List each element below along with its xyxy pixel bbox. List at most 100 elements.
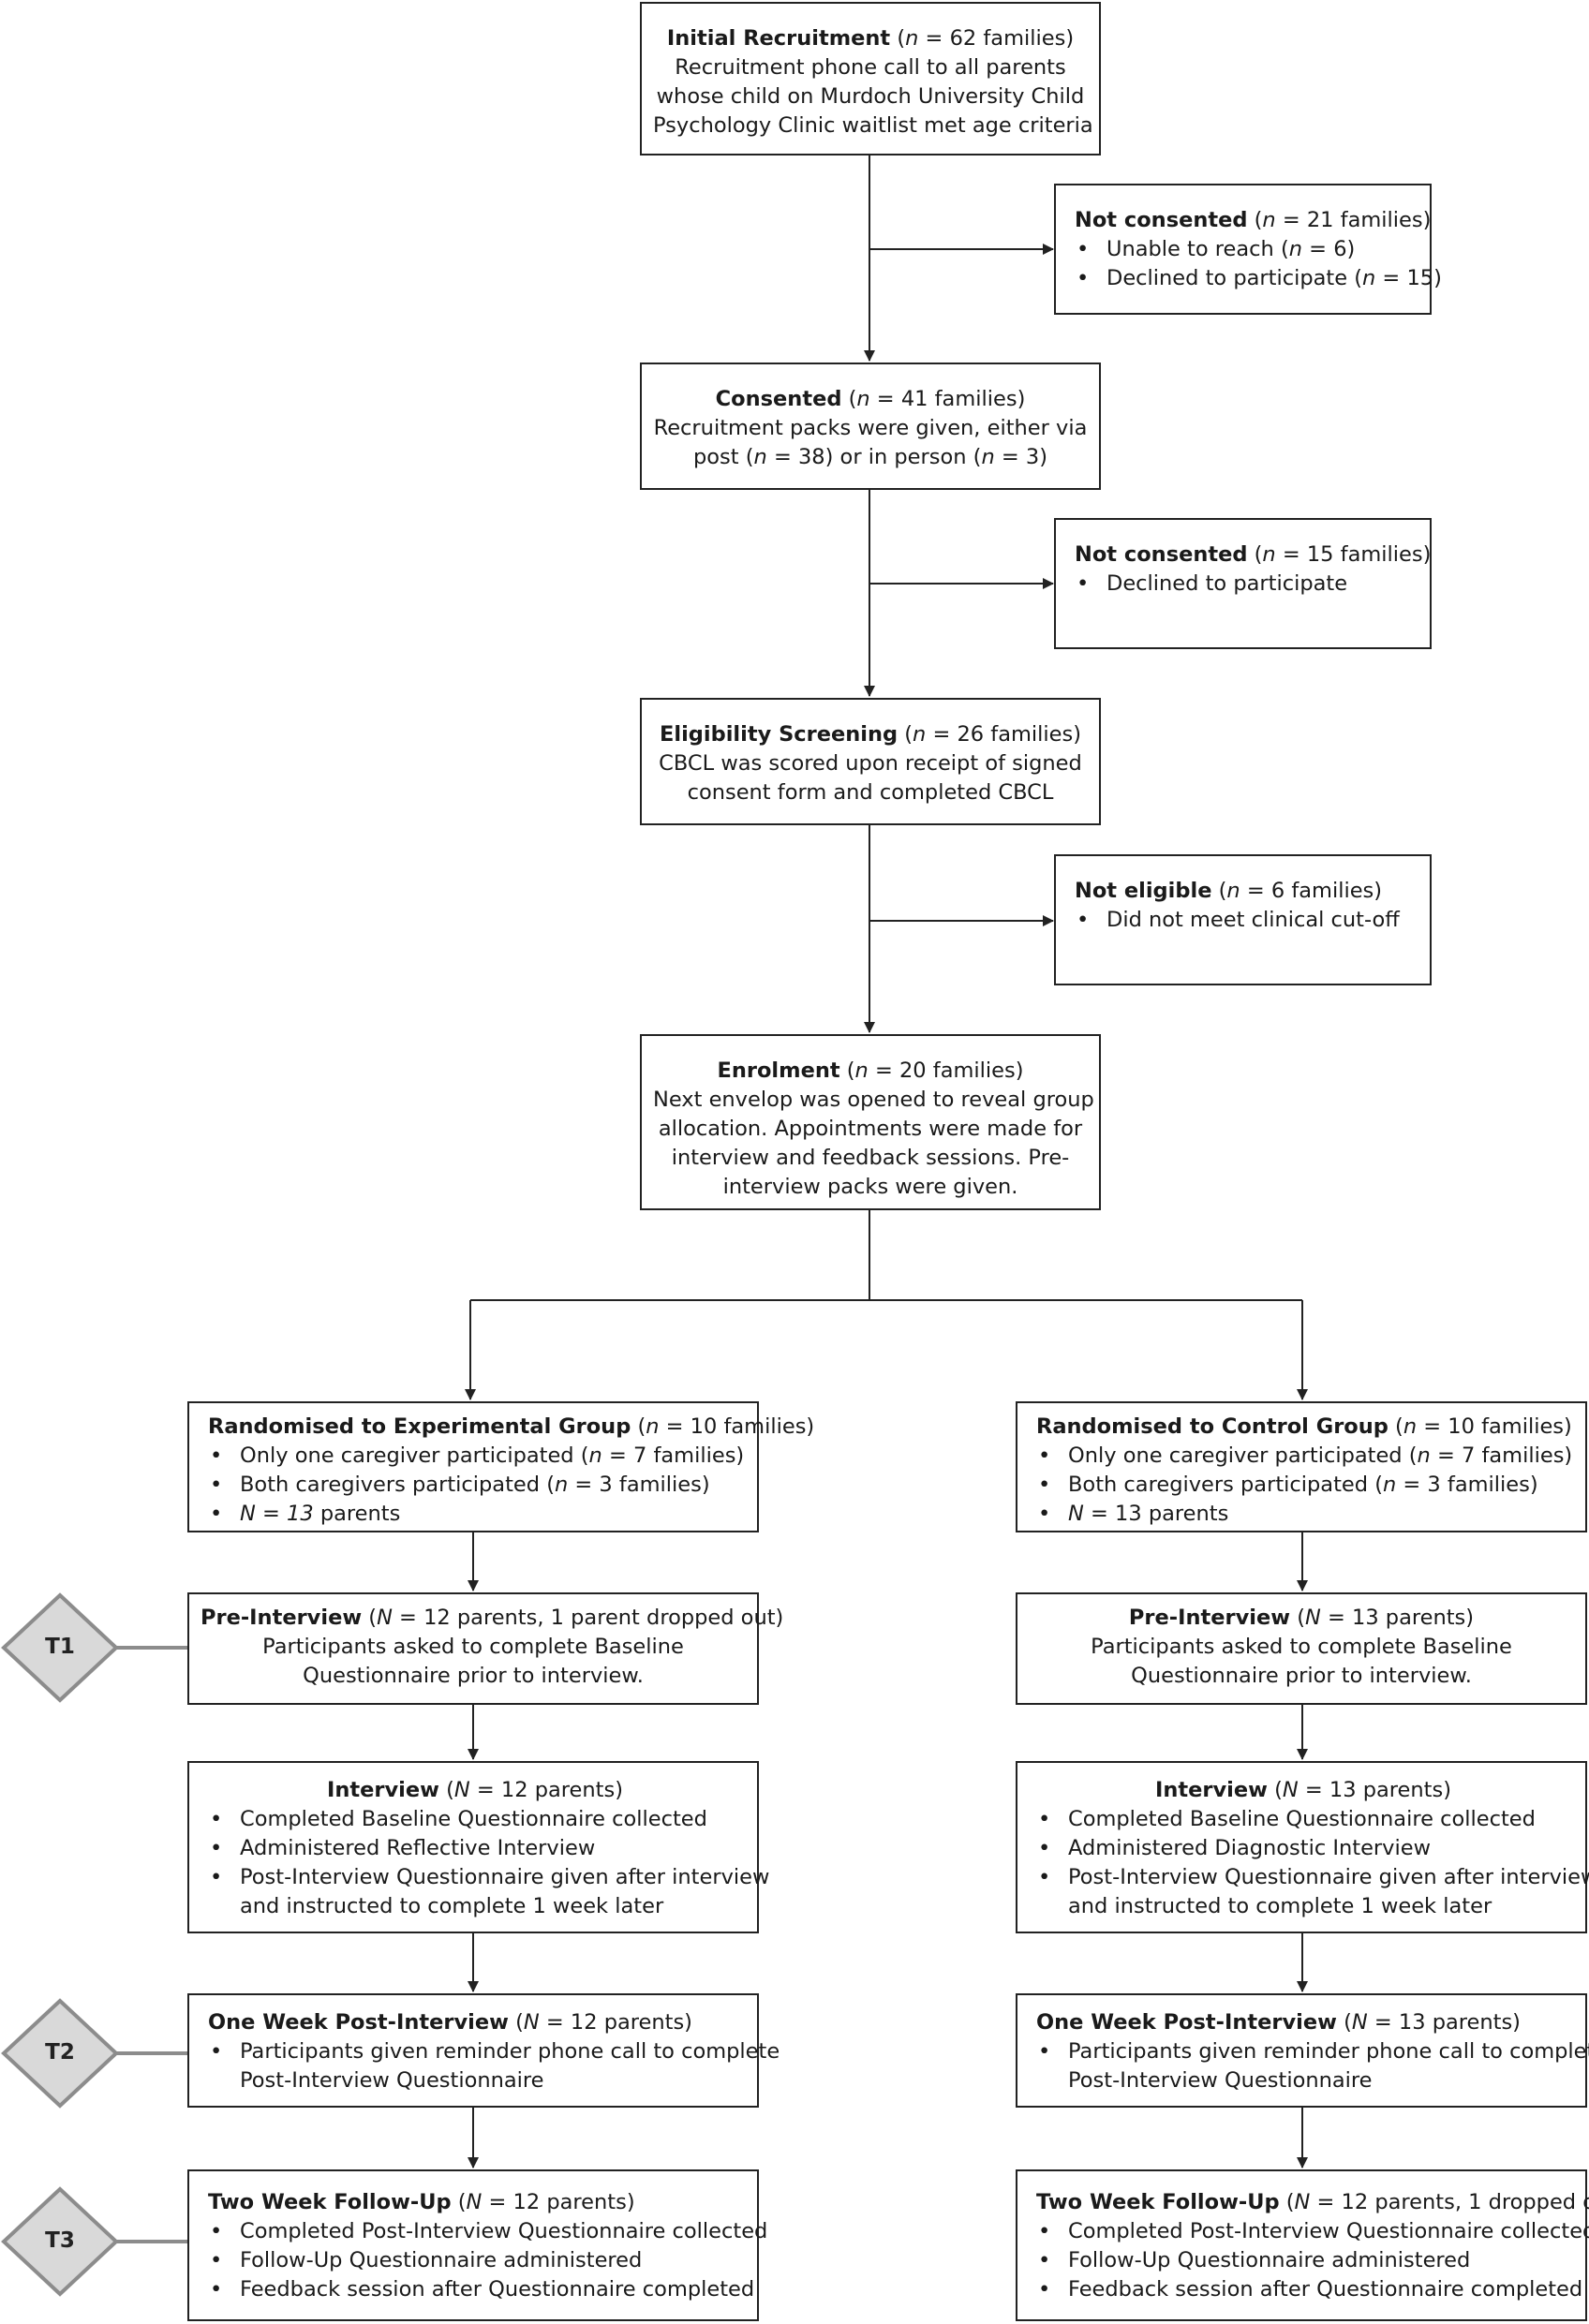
n-upper-symbol: N: [1304, 1606, 1321, 1630]
ctrl-int-bullet-3: Post-Interview Questionnaire given after…: [1036, 1863, 1589, 1892]
enrolment-line-3: interview and feedback sessions. Pre-: [671, 1146, 1070, 1170]
ctrl-pre-interview-box: Pre-Interview (N = 13 parents) Participa…: [1016, 1592, 1587, 1705]
equals: =: [659, 1414, 691, 1439]
ctrl-follow-up-box: Two Week Follow-Up (N = 12 parents, 1 dr…: [1016, 2169, 1589, 2321]
exp-pre-line-2: Questionnaire prior to interview.: [303, 1664, 644, 1688]
unit-families: families: [932, 1058, 1016, 1083]
equals: =: [482, 2190, 513, 2214]
consented-count: 41: [900, 387, 928, 411]
unit-families: families: [1291, 879, 1374, 903]
equals: =: [766, 445, 798, 469]
exp-week-title: One Week Post-Interview: [208, 2010, 509, 2035]
ctrl-week-count: 13: [1398, 2010, 1426, 2035]
unit-families: families: [1481, 1414, 1565, 1439]
unit-families: families: [618, 1473, 702, 1497]
ctrl-int-bullet-1: Completed Baseline Questionnaire collect…: [1036, 1805, 1570, 1834]
exp-pre-line-1: Participants asked to complete Baseline: [262, 1635, 684, 1659]
n-symbol: n: [1288, 237, 1303, 261]
enrolment-box: Enrolment (n = 20 families) Next envelop…: [640, 1034, 1101, 1210]
exp-rand-bullet-3: N = 13 parents: [208, 1500, 742, 1529]
unit-families: families: [990, 722, 1074, 747]
ctrl-week-title: One Week Post-Interview: [1036, 2010, 1337, 2035]
exp-rand-count: 10: [690, 1414, 718, 1439]
n-symbol: n: [753, 445, 767, 469]
exp-week-count: 12: [570, 2010, 598, 2035]
ctrl-int-bullet-2: Administered Diagnostic Interview: [1036, 1834, 1570, 1863]
exp-week-bullet-1: Participants given reminder phone call t…: [208, 2037, 780, 2066]
exp-week-bullet-1-cont: Post-Interview Questionnaire: [240, 2068, 544, 2093]
ctrl-week-bullet-1-cont: Post-Interview Questionnaire: [1068, 2068, 1373, 2093]
ctrl-rand-count: 10: [1448, 1414, 1475, 1439]
exp-rand-bullet-1: Only one caregiver participated (n = 7 f…: [208, 1442, 744, 1471]
consented-post-count: 38: [797, 445, 825, 469]
n-upper-symbol: N: [466, 2190, 483, 2214]
excl1-b1-text: Unable to reach: [1106, 237, 1274, 261]
ctrl-fu-bullet-3: Feedback session after Questionnaire com…: [1036, 2275, 1582, 2304]
ctrl-interview-box: Interview (N = 13 parents) Completed Bas…: [1016, 1761, 1589, 1933]
excl3-title: Not eligible: [1075, 879, 1212, 903]
ctrl-pre-line-2: Questionnaire prior to interview.: [1131, 1664, 1472, 1688]
n-upper-symbol: N: [1294, 2190, 1311, 2214]
exp-follow-up-box: Two Week Follow-Up (N = 12 parents) Comp…: [187, 2169, 767, 2321]
exp-fu-title: Two Week Follow-Up: [208, 2190, 452, 2214]
n-symbol: n: [1403, 1414, 1418, 1439]
unit-parents: parents: [319, 1502, 401, 1526]
equals: =: [392, 1606, 424, 1630]
excl1-bullet-1: Unable to reach (n = 6): [1075, 235, 1415, 264]
equals: =: [469, 1778, 501, 1802]
eligibility-line-2: consent form and completed CBCL: [687, 780, 1054, 805]
ctrl-rand-bullet-2: Both caregivers participated (n = 3 fami…: [1036, 1471, 1570, 1500]
t1-diamond: [1, 1592, 119, 1703]
eligibility-count: 26: [957, 722, 985, 747]
ctrl-pre-title: Pre-Interview: [1128, 1606, 1291, 1630]
ctrl-int-bullet-3-cont: and instructed to complete 1 week later: [1068, 1894, 1492, 1918]
not-consented-box-1: Not consented (n = 21 families) Unable t…: [1054, 184, 1442, 315]
unit-parents: parents: [1148, 1502, 1229, 1526]
unit-parents: parents: [546, 2190, 627, 2214]
exp-rand-b2-text: Both caregivers participated: [240, 1473, 541, 1497]
excl2-title: Not consented: [1075, 542, 1248, 567]
ctrl-fu-bullet-1: Completed Post-Interview Questionnaire c…: [1036, 2217, 1589, 2246]
initial-line-2: whose child on Murdoch University Child: [656, 84, 1085, 109]
ctrl-rand-b3-count: 13: [1115, 1502, 1142, 1526]
enrolment-line-1: Next envelop was opened to reveal group: [653, 1088, 1094, 1112]
unit-parents: parents: [603, 2010, 685, 2035]
n-symbol: n: [588, 1443, 602, 1468]
unit-families: families: [934, 387, 1017, 411]
consented-title: Consented: [715, 387, 842, 411]
exp-one-week-box: One Week Post-Interview (N = 12 parents)…: [187, 1993, 780, 2108]
exp-pre-extra: , 1 parent dropped out: [537, 1606, 776, 1630]
exp-pre-interview-box: Pre-Interview (N = 12 parents, 1 parent …: [187, 1592, 783, 1705]
equals: =: [601, 1443, 633, 1468]
equals: =: [1240, 879, 1271, 903]
exp-interview-box: Interview (N = 12 parents) Completed Bas…: [187, 1761, 769, 1933]
equals: =: [1430, 1443, 1462, 1468]
exp-rand-b1-count: 7: [632, 1443, 647, 1468]
n-upper-symbol: N: [1068, 1502, 1084, 1526]
equals: =: [1375, 266, 1407, 290]
ctrl-one-week-box: One Week Post-Interview (N = 13 parents)…: [1016, 1993, 1589, 2108]
exp-fu-count: 12: [512, 2190, 541, 2214]
unit-families: families: [653, 1443, 736, 1468]
unit-families: families: [1481, 1443, 1565, 1468]
ctrl-rand-bullet-1: Only one caregiver participated (n = 7 f…: [1036, 1442, 1572, 1471]
excl2-count: 15: [1306, 542, 1334, 567]
exp-rand-bullet-2: Both caregivers participated (n = 3 fami…: [208, 1471, 742, 1500]
initial-count: 62: [949, 26, 977, 51]
ctrl-pre-line-1: Participants asked to complete Baseline: [1091, 1635, 1512, 1659]
n-symbol: n: [856, 387, 870, 411]
ctrl-rand-b2-text: Both caregivers participated: [1068, 1473, 1369, 1497]
n-symbol: n: [1417, 1443, 1431, 1468]
enrolment-count: 20: [898, 1058, 927, 1083]
unit-families: families: [723, 1414, 807, 1439]
eligibility-box: Eligibility Screening (n = 26 families) …: [640, 698, 1101, 825]
unit-parents: parents: [1374, 2190, 1455, 2214]
unit-parents: parents: [1385, 1606, 1466, 1630]
equals: =: [568, 1473, 600, 1497]
not-eligible-box: Not eligible (n = 6 families) Did not me…: [1054, 854, 1432, 985]
excl1-b1-count: 6: [1333, 237, 1347, 261]
excl1-b2-text: Declined to participate: [1106, 266, 1348, 290]
n-symbol: n: [913, 722, 927, 747]
n-symbol: n: [554, 1473, 569, 1497]
ctrl-rand-b1-text: Only one caregiver participated: [1068, 1443, 1403, 1468]
